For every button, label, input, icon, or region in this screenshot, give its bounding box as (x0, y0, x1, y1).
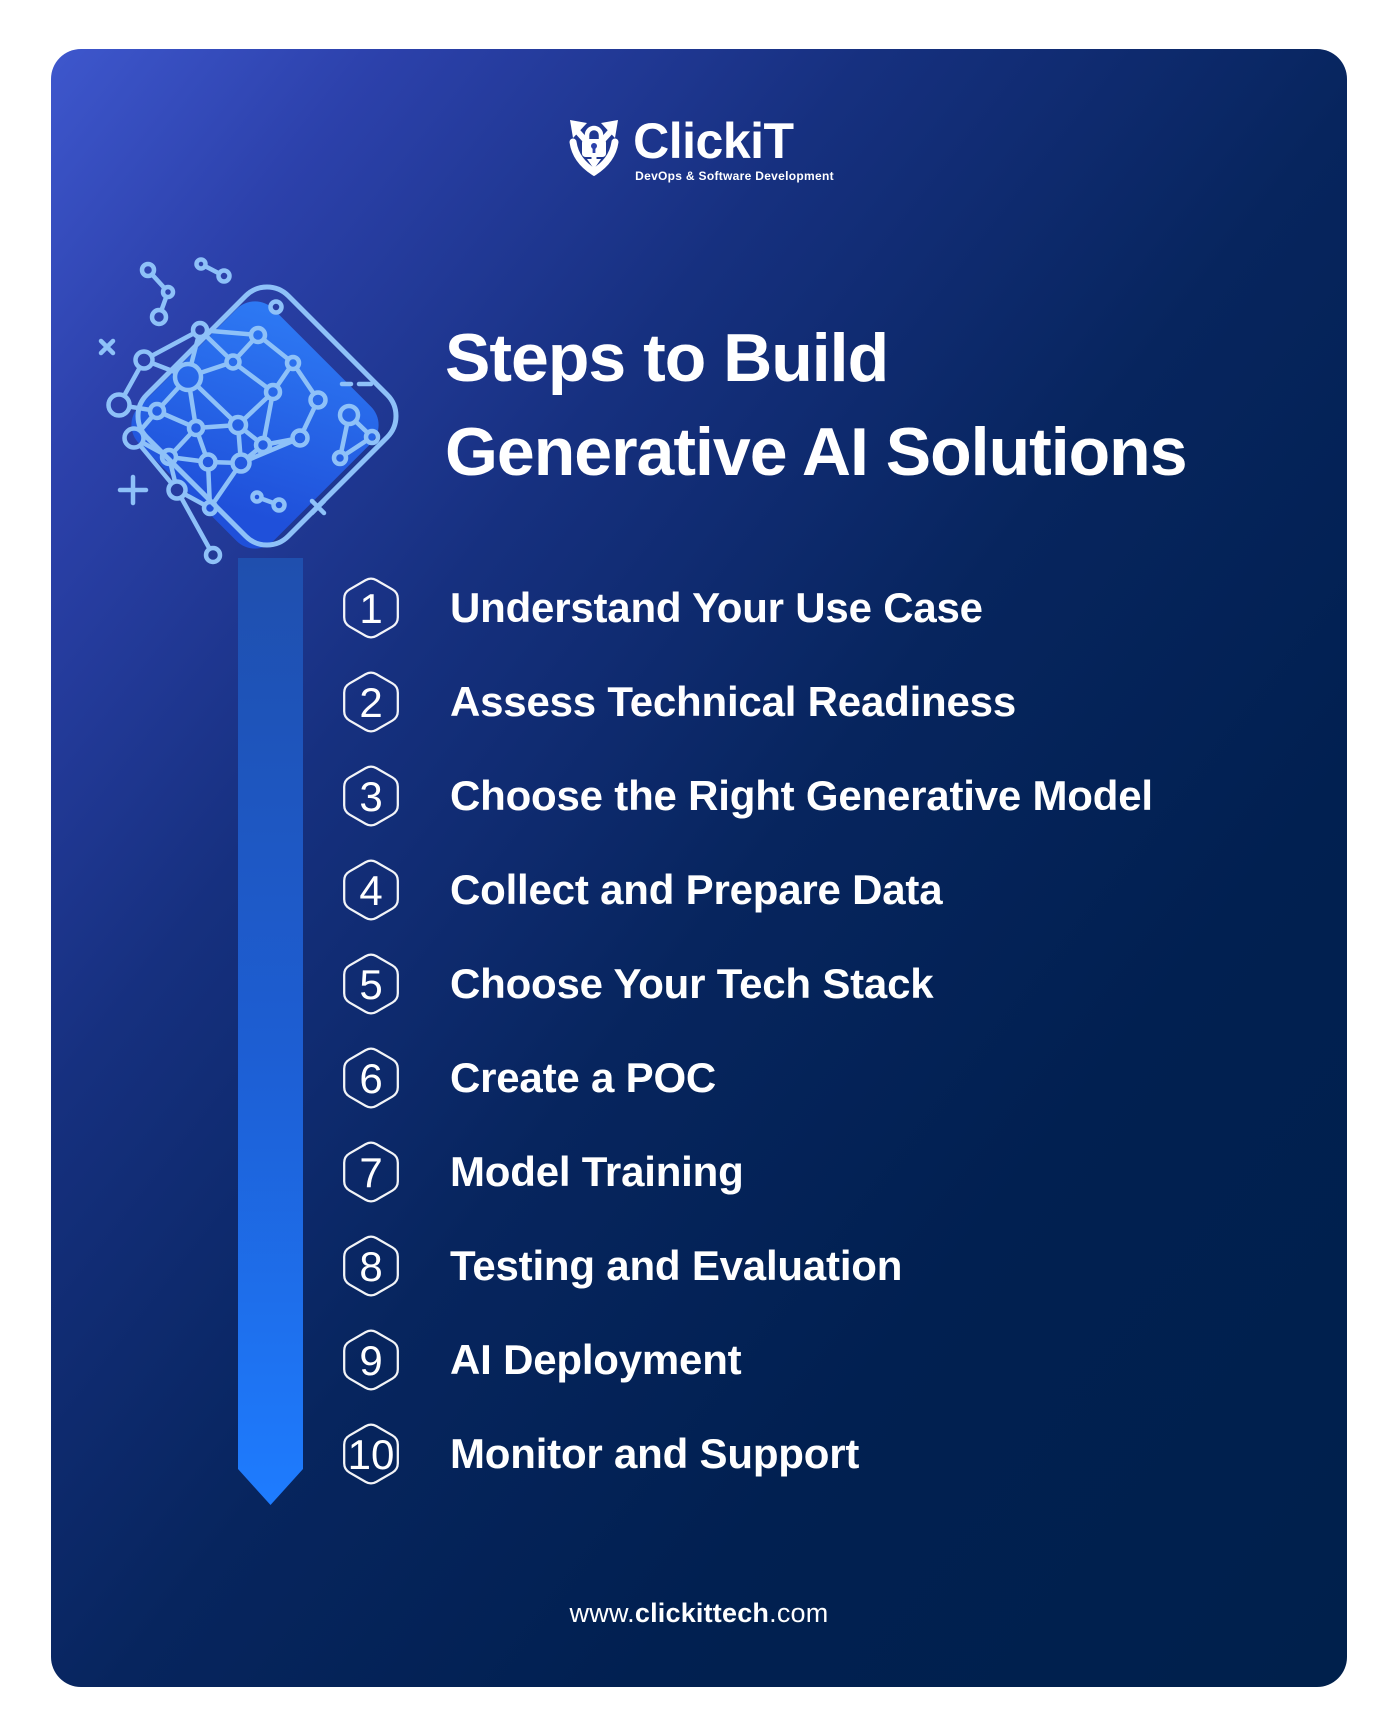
shield-lock-arrows-icon (569, 120, 619, 177)
step-item: 6 Create a POC (341, 1031, 716, 1125)
title-line-1: Steps to Build (445, 320, 889, 396)
step-number-badge: 3 (341, 763, 401, 829)
step-item: 5 Choose Your Tech Stack (341, 937, 934, 1031)
step-label: AI Deployment (450, 1336, 742, 1383)
hexagon-icon (343, 1423, 399, 1485)
step-item: 9 AI Deployment (341, 1313, 742, 1407)
step-number: 8 (359, 1242, 383, 1290)
step-number-badge: 9 (341, 1327, 401, 1393)
step-number-badge: 6 (341, 1045, 401, 1111)
brand-tagline: DevOps & Software Development (635, 169, 834, 183)
step-item: 7 Model Training (341, 1125, 744, 1219)
hexagon-icon (343, 1141, 399, 1203)
step-number: 7 (359, 1148, 383, 1196)
hexagon-icon (343, 1329, 399, 1391)
step-label: Understand Your Use Case (450, 584, 983, 631)
step-label: Model Training (450, 1148, 744, 1195)
step-number-badge: 1 (341, 575, 401, 641)
step-number: 1 (359, 584, 383, 632)
step-number-badge: 10 (341, 1421, 401, 1487)
step-item: 3 Choose the Right Generative Model (341, 749, 1153, 843)
url-domain: clickittech (634, 1598, 770, 1628)
hexagon-icon (343, 859, 399, 921)
step-number-badge: 8 (341, 1233, 401, 1299)
brand-name: ClickiT (633, 113, 794, 169)
timeline-bar (238, 558, 303, 1505)
decor-marks (98, 338, 374, 516)
title-line-2: Generative AI Solutions (445, 414, 1188, 490)
step-label: Choose the Right Generative Model (450, 772, 1153, 819)
step-item: 10 Monitor and Support (341, 1407, 859, 1501)
neural-network-icon (98, 257, 399, 565)
step-number-badge: 7 (341, 1139, 401, 1205)
network-nodes (106, 257, 381, 565)
step-item: 1 Understand Your Use Case (341, 561, 983, 655)
hexagon-icon (343, 1235, 399, 1297)
step-item: 4 Collect and Prepare Data (341, 843, 943, 937)
steps-list: 1 Understand Your Use Case 2 Assess Tech… (51, 49, 1347, 1687)
step-number-badge: 5 (341, 951, 401, 1017)
step-number: 5 (359, 960, 383, 1008)
step-label: Assess Technical Readiness (450, 678, 1016, 725)
logo: ClickiT DevOps & Software Development (51, 115, 1347, 183)
url-prefix: www. (569, 1598, 635, 1628)
step-label: Create a POC (450, 1054, 717, 1101)
step-number: 6 (359, 1054, 383, 1102)
hexagon-icon (343, 671, 399, 733)
url-suffix: .com (769, 1598, 829, 1628)
step-label: Choose Your Tech Stack (450, 960, 934, 1007)
step-number: 3 (359, 772, 383, 820)
hexagon-icon (343, 953, 399, 1015)
step-number: 4 (359, 866, 383, 914)
hexagon-icon (343, 765, 399, 827)
hexagon-icon (343, 1047, 399, 1109)
step-number: 2 (359, 678, 383, 726)
infographic-card: ClickiT DevOps & Software Development St… (51, 49, 1347, 1687)
step-number-badge: 2 (341, 669, 401, 735)
step-label: Testing and Evaluation (450, 1242, 903, 1289)
network-edges (116, 261, 375, 558)
hexagon-icon (343, 577, 399, 639)
step-number: 9 (359, 1336, 383, 1384)
step-label: Monitor and Support (450, 1430, 860, 1477)
page-title: Steps to Build Generative AI Solutions (445, 311, 1188, 499)
step-label: Collect and Prepare Data (450, 866, 943, 913)
step-item: 8 Testing and Evaluation (341, 1219, 902, 1313)
step-number: 10 (347, 1430, 395, 1478)
step-item: 2 Assess Technical Readiness (341, 655, 1016, 749)
website-url: www.clickittech.com (51, 1598, 1347, 1629)
step-number-badge: 4 (341, 857, 401, 923)
